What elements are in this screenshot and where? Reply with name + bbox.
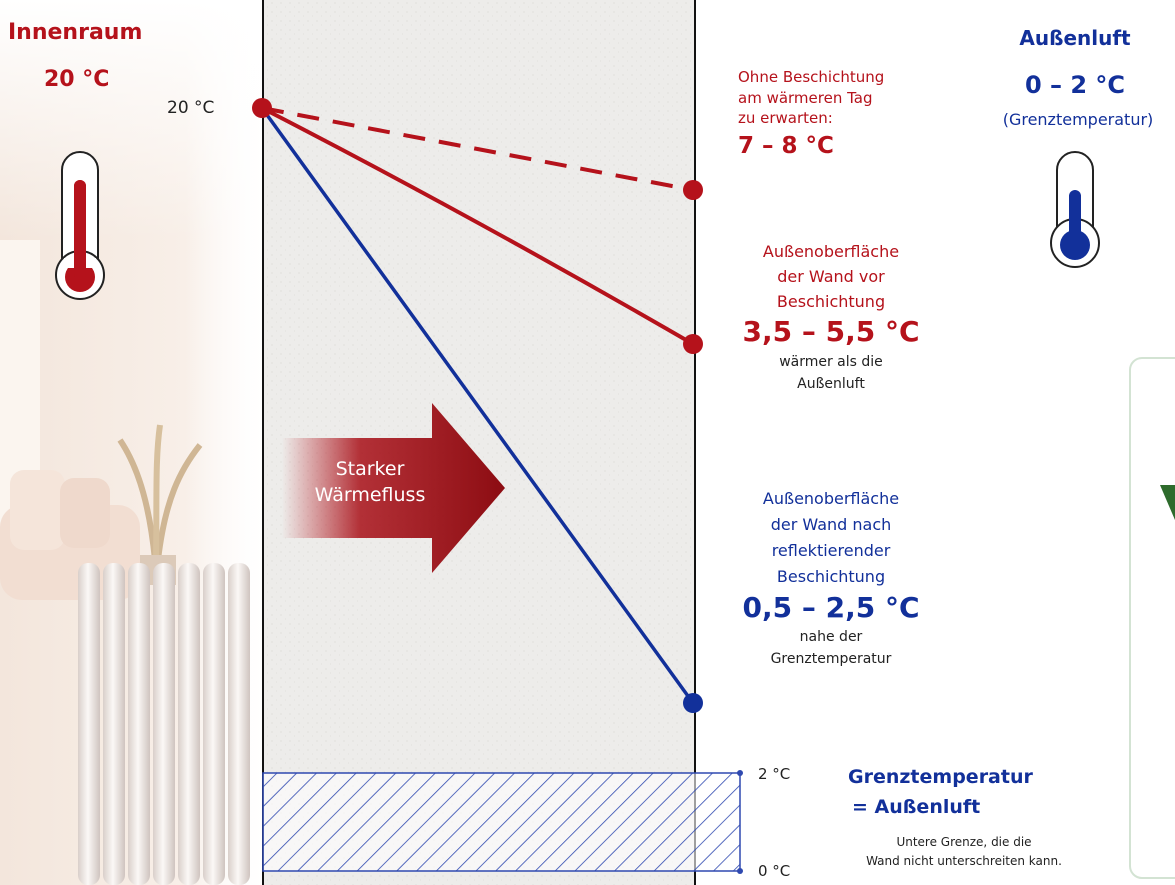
before-coating-sub1: wärmer als die: [779, 353, 883, 370]
side-card: [1129, 357, 1175, 879]
thermometer-hot-icon: [55, 151, 105, 300]
point-after-coating: [683, 693, 703, 713]
before-coating-line2: der Wand vor: [777, 266, 885, 286]
line-before-coating: [261, 106, 695, 346]
no-coating-annotation: Ohne Beschichtung am wärmeren Tag zu erw…: [738, 67, 884, 163]
outside-note: (Grenztemperatur): [1002, 110, 1154, 129]
heat-flow-line1: Starker: [335, 458, 405, 480]
radiator-image: [78, 563, 250, 885]
after-coating-line1: Außenoberfläche: [762, 489, 900, 508]
limit-title: Grenztemperatur: [848, 766, 1033, 788]
line-after-coating: [260, 106, 695, 705]
point-before-coating: [683, 334, 703, 354]
after-coating-line3: reflektierender: [771, 540, 891, 560]
after-coating-sub2: Grenztemperatur: [770, 651, 892, 668]
after-coating-sub1: nahe der: [799, 629, 863, 646]
line-no-coating: [261, 106, 694, 192]
limit-title-line2: = Außenluft: [852, 796, 981, 818]
limit-description: Untere Grenze, die die Wand nicht unters…: [814, 833, 1114, 870]
no-coating-value: 7 – 8 °C: [738, 133, 834, 160]
heat-flow-label: Starker Wärmefluss: [300, 457, 440, 508]
limit-tick-bottom: 0 °C: [758, 862, 791, 880]
after-coating-line4: Beschichtung: [776, 566, 886, 586]
before-coating-line1: Außenoberfläche: [762, 242, 900, 261]
no-coating-line1: Ohne Beschichtung: [738, 68, 885, 86]
thermometer-cold-icon: [1050, 151, 1100, 268]
sofa-image: [0, 470, 140, 600]
after-coating-line2: der Wand nach: [770, 514, 892, 534]
after-coating-value: 0,5 – 2,5 °C: [742, 590, 920, 624]
check-icon: [1160, 485, 1175, 520]
no-coating-line2: am wärmeren Tag: [738, 88, 873, 107]
inside-temp: 20 °C: [44, 67, 110, 92]
before-coating-sub2: Außenluft: [797, 376, 865, 393]
no-coating-line3: zu erwarten:: [738, 109, 833, 128]
point-no-coating: [683, 180, 703, 200]
heat-flow-line2: Wärmefluss: [314, 483, 426, 506]
before-coating-line3: Beschichtung: [776, 291, 886, 311]
limit-description-line1: Untere Grenze, die die: [896, 835, 1032, 849]
outside-temp: 0 – 2 °C: [1024, 71, 1126, 99]
outside-title: Außenluft: [1019, 26, 1131, 50]
start-temp-label: 20 °C: [167, 98, 215, 118]
inside-title: Innenraum: [8, 20, 143, 45]
point-start: [252, 98, 272, 118]
before-coating-value: 3,5 – 5,5 °C: [742, 315, 920, 349]
limit-description-line2: Wand nicht unterschreiten kann.: [866, 853, 1062, 868]
before-coating-annotation: Außenoberfläche der Wand vor Beschichtun…: [716, 240, 946, 396]
limit-tick-top: 2 °C: [758, 765, 791, 783]
after-coating-annotation: Außenoberfläche der Wand nach reflektier…: [716, 486, 946, 671]
heat-flow-arrow: [282, 403, 505, 573]
